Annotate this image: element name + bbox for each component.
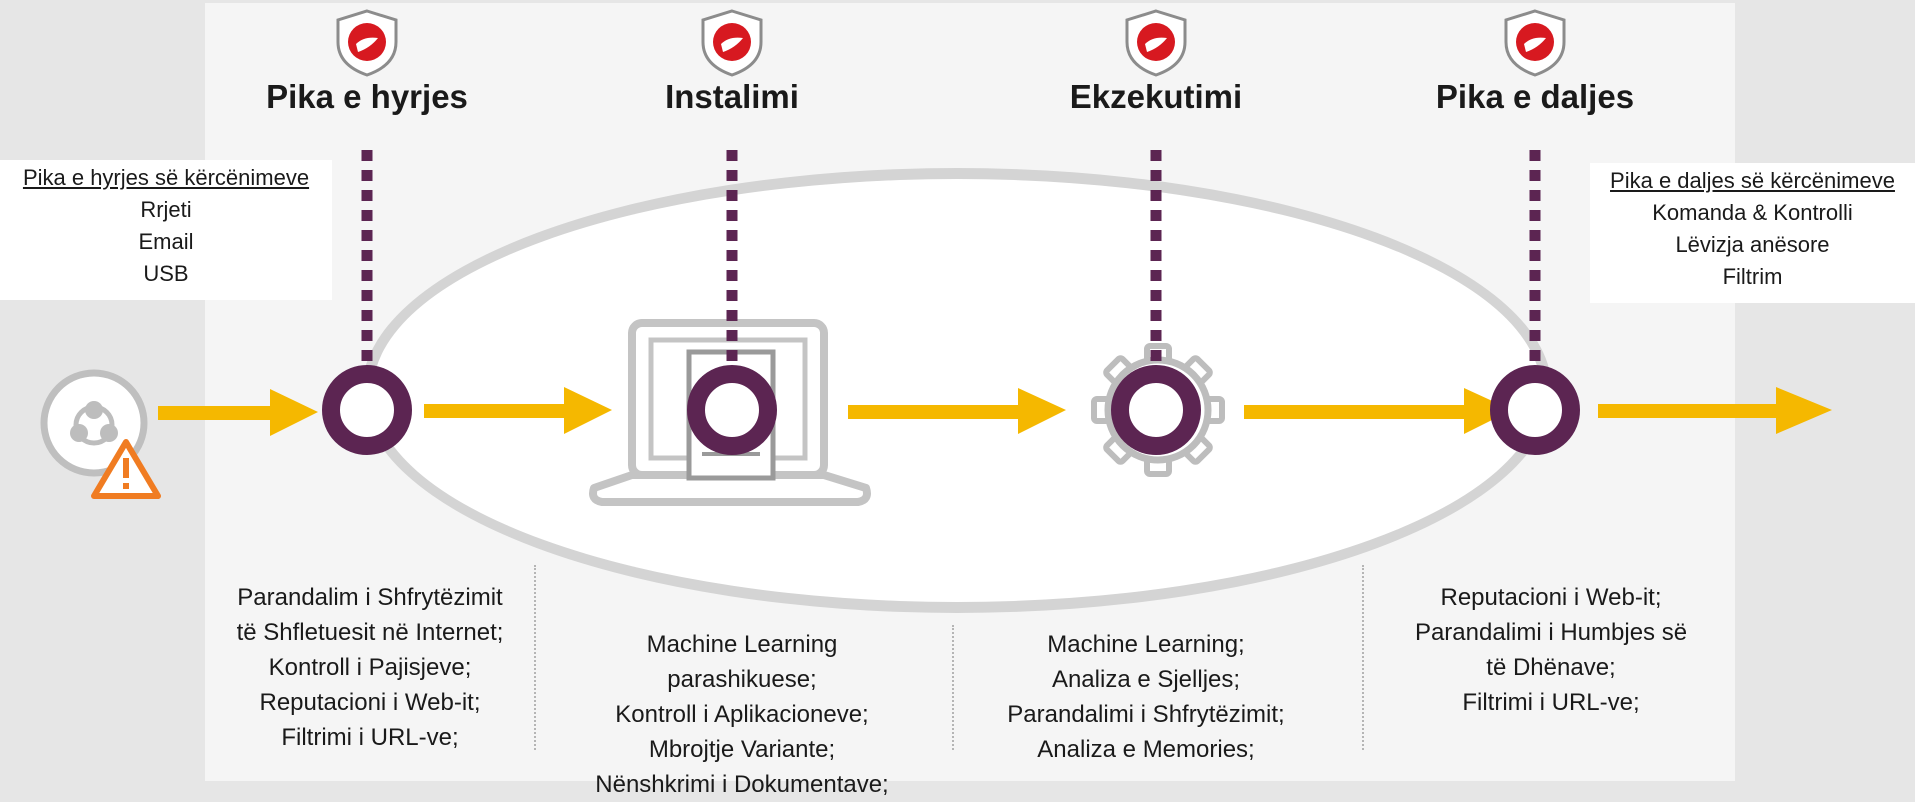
stage-connector-line [726, 150, 738, 370]
stage-connector-line [361, 150, 373, 370]
stage-node-entry [322, 365, 412, 455]
entry-threats-heading: Pika e hyrjes së kërcënimeve [22, 165, 310, 190]
protection-item: parashikuese; [667, 666, 817, 693]
exit-threat-item: Lëvizja anësore [1675, 232, 1830, 257]
flow-arrow-2 [424, 387, 612, 434]
protection-item: Parandalim i Shfrytëzimit [237, 584, 503, 611]
stage-connector-line [1529, 150, 1541, 370]
exit-threat-item: Komanda & Kontrolli [1652, 200, 1853, 225]
protection-item: Nënshkrimi i Dokumentave; [595, 771, 889, 798]
flow-arrow-3 [848, 388, 1066, 434]
exit-threat-item: Filtrim [1722, 264, 1783, 289]
flow-arrow-1 [158, 389, 318, 436]
protection-item: Parandalimi i Shfrytëzimit; [1007, 701, 1285, 728]
protection-item: Kontroll i Aplikacioneve; [615, 701, 869, 728]
protection-item: Reputacioni i Web-it; [259, 689, 481, 716]
protection-item: Parandalimi i Humbjes së [1414, 619, 1688, 646]
protection-item: Machine Learning [646, 631, 838, 658]
shield-icon [1125, 9, 1187, 77]
stage-title-install: Instalimi [665, 78, 799, 115]
stage-title-execute: Ekzekutimi [1069, 78, 1243, 115]
stage-connector-line [1150, 150, 1162, 370]
protections-exit: Reputacioni i Web-it; Parandalimi i Humb… [1415, 580, 1687, 720]
protection-item: Filtrimi i URL-ve; [281, 724, 459, 751]
stage-node-execute [1111, 365, 1201, 455]
protection-item: të Shfletuesit në Internet; [236, 619, 504, 646]
biohazard-warning-icon [40, 369, 161, 499]
stage-node-exit [1490, 365, 1580, 455]
protections-execute: Machine Learning; Analiza e Sjelljes; Pa… [1007, 627, 1284, 767]
flow-arrow-4 [1244, 388, 1512, 434]
shield-icon [336, 9, 398, 77]
protection-item: Analiza e Memories; [1037, 736, 1255, 763]
stage-title-exit: Pika e daljes [1435, 78, 1635, 115]
exit-threats-box: Pika e daljes së kërcënimeve Komanda & K… [1590, 163, 1915, 303]
column-divider [952, 625, 954, 750]
entry-threat-item: Rrjeti [140, 197, 192, 222]
protection-item: Analiza e Sjelljes; [1051, 666, 1241, 693]
column-divider [1362, 565, 1364, 750]
protection-item: Mbrojtje Variante; [648, 736, 836, 763]
column-divider [534, 565, 536, 750]
protection-item: Filtrimi i URL-ve; [1462, 689, 1640, 716]
stage-title-entry: Pika e hyrjes [266, 78, 468, 115]
protection-item: të Dhënave; [1486, 654, 1616, 681]
exit-threats-heading: Pika e daljes së kërcënimeve [1610, 168, 1895, 193]
protections-install: Machine Learning parashikuese; Kontroll … [595, 627, 888, 802]
flow-arrow-5 [1598, 387, 1832, 434]
protection-item: Kontroll i Pajisjeve; [268, 654, 472, 681]
flow-arrows [158, 387, 1832, 436]
protection-item: Reputacioni i Web-it; [1440, 584, 1662, 611]
shield-icon [701, 9, 763, 77]
entry-threats-box: Pika e hyrjes së kërcënimeve Rrjeti Emai… [0, 160, 332, 300]
entry-threat-item: USB [143, 261, 189, 286]
shield-icon [1504, 9, 1566, 77]
protection-item: Machine Learning; [1047, 631, 1245, 658]
entry-threat-item: Email [138, 229, 194, 254]
protections-entry: Parandalim i Shfrytëzimit të Shfletuesit… [237, 580, 504, 755]
protection-ellipse [362, 168, 1552, 613]
stage-node-install [687, 365, 777, 455]
